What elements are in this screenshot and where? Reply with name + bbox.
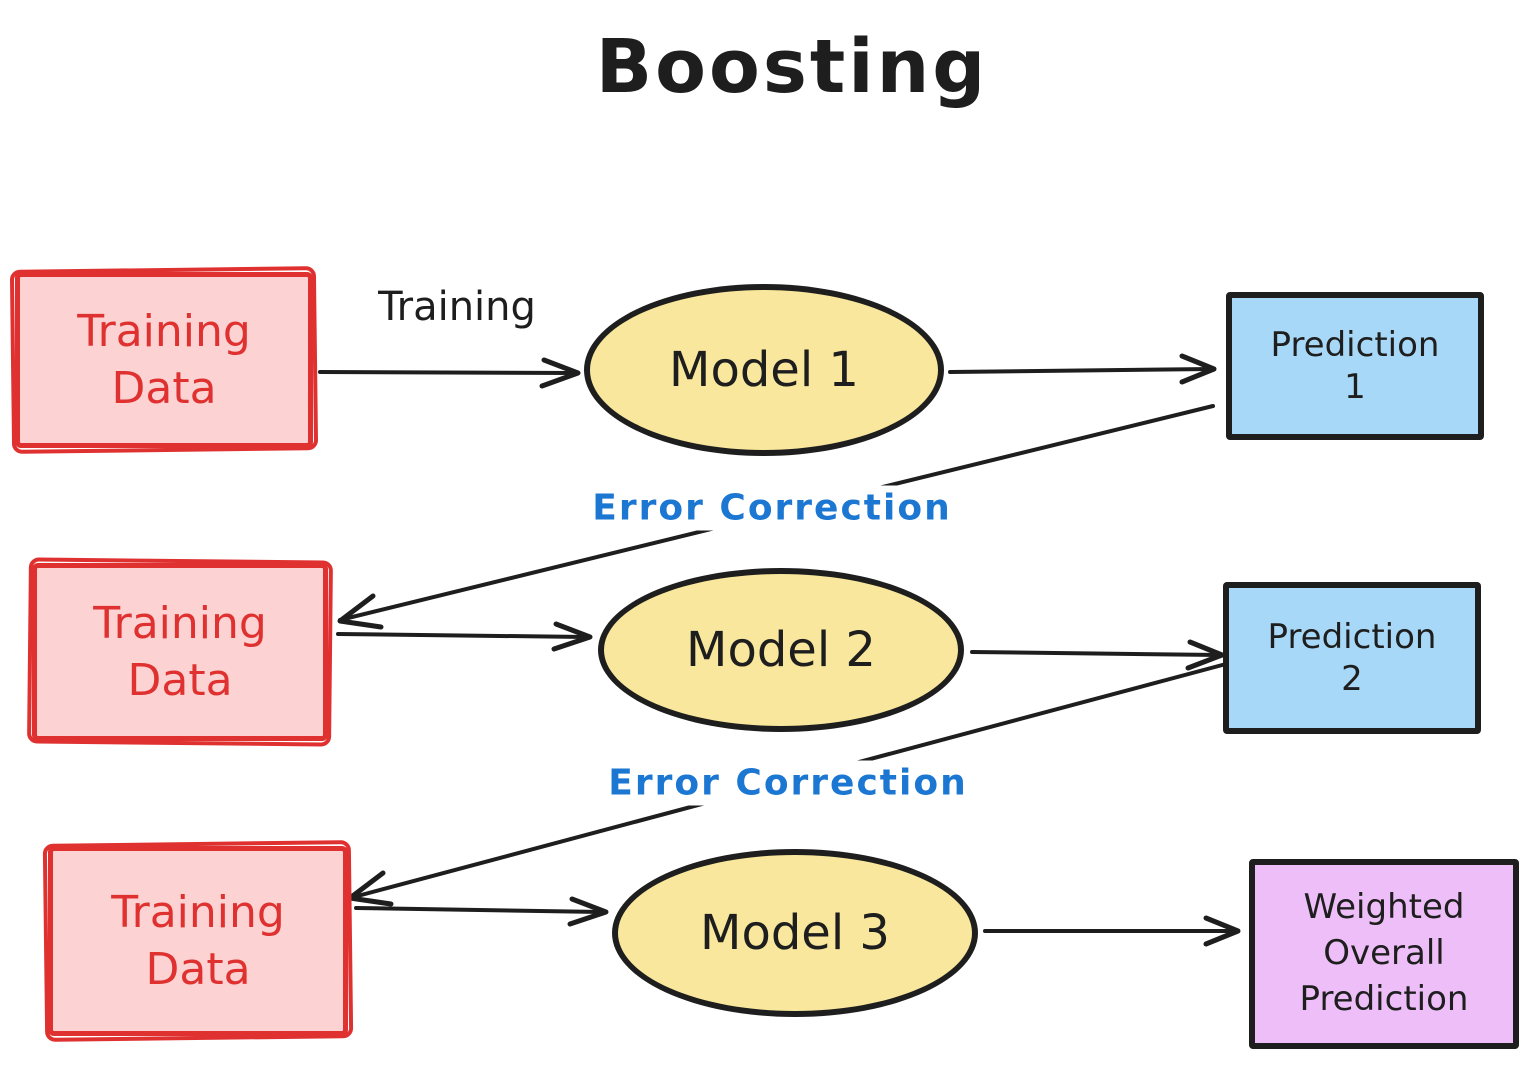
- node-label-line: 1: [1344, 367, 1366, 407]
- arrow-shaft: [336, 632, 588, 639]
- node-label-line: Prediction: [1267, 616, 1437, 657]
- node-label-line: Model 2: [686, 622, 876, 678]
- node-label-line: Prediction: [1299, 978, 1469, 1019]
- arrow-head-icon: [1179, 353, 1217, 385]
- arrow-model3-to-final-prediction: [983, 915, 1241, 947]
- node-training-data-2: Training Data: [32, 563, 328, 741]
- node-label-line: Prediction: [1270, 324, 1440, 365]
- node-label-line: Training: [111, 886, 285, 938]
- arrow-head-icon: [551, 621, 593, 652]
- node-label-line: Data: [127, 655, 233, 706]
- arrow-shaft: [970, 650, 1222, 657]
- edge-label-error-correction-1: Error Correction: [580, 485, 964, 531]
- arrow-model1-to-prediction1: [948, 353, 1217, 385]
- node-label-line: Data: [111, 363, 217, 414]
- node-label-line: Training: [93, 597, 267, 649]
- arrow-head-icon: [1185, 639, 1225, 671]
- node-label-line: Overall: [1323, 933, 1445, 974]
- diagram-title: Boosting: [595, 24, 989, 110]
- arrow-head-icon: [337, 593, 384, 630]
- arrow-head-icon: [539, 357, 581, 389]
- node-model-1: Model 1: [584, 284, 944, 456]
- edge-label-training: Training: [378, 284, 536, 330]
- node-training-data-1: Training Data: [15, 272, 313, 448]
- arrow-shaft: [318, 370, 576, 375]
- node-model-3: Model 3: [612, 849, 978, 1017]
- arrow-training3-to-model3: [354, 896, 609, 927]
- node-training-data-3: Training Data: [48, 846, 348, 1036]
- node-label-line: Weighted: [1303, 887, 1465, 928]
- node-prediction-1: Prediction 1: [1226, 292, 1484, 440]
- arrow-shaft: [948, 367, 1214, 374]
- arrow-model2-to-prediction2: [970, 639, 1225, 671]
- node-label-line: Training: [77, 305, 251, 357]
- arrow-head-icon: [567, 896, 609, 927]
- node-label-line: 2: [1341, 659, 1363, 699]
- node-prediction-2: Prediction 2: [1223, 582, 1481, 734]
- node-label-line: Model 3: [700, 905, 890, 961]
- node-label-line: Model 1: [669, 342, 859, 398]
- arrow-head-icon: [1203, 915, 1241, 947]
- node-label-line: Data: [145, 944, 251, 995]
- node-model-2: Model 2: [598, 568, 964, 732]
- arrow-training1-to-model1: [318, 357, 581, 389]
- arrow-head-icon: [347, 870, 394, 907]
- node-weighted-overall-prediction: Weighted Overall Prediction: [1249, 859, 1519, 1049]
- arrow-training2-to-model2: [336, 621, 593, 652]
- edge-label-error-correction-2: Error Correction: [596, 760, 980, 806]
- arrow-shaft: [354, 906, 604, 914]
